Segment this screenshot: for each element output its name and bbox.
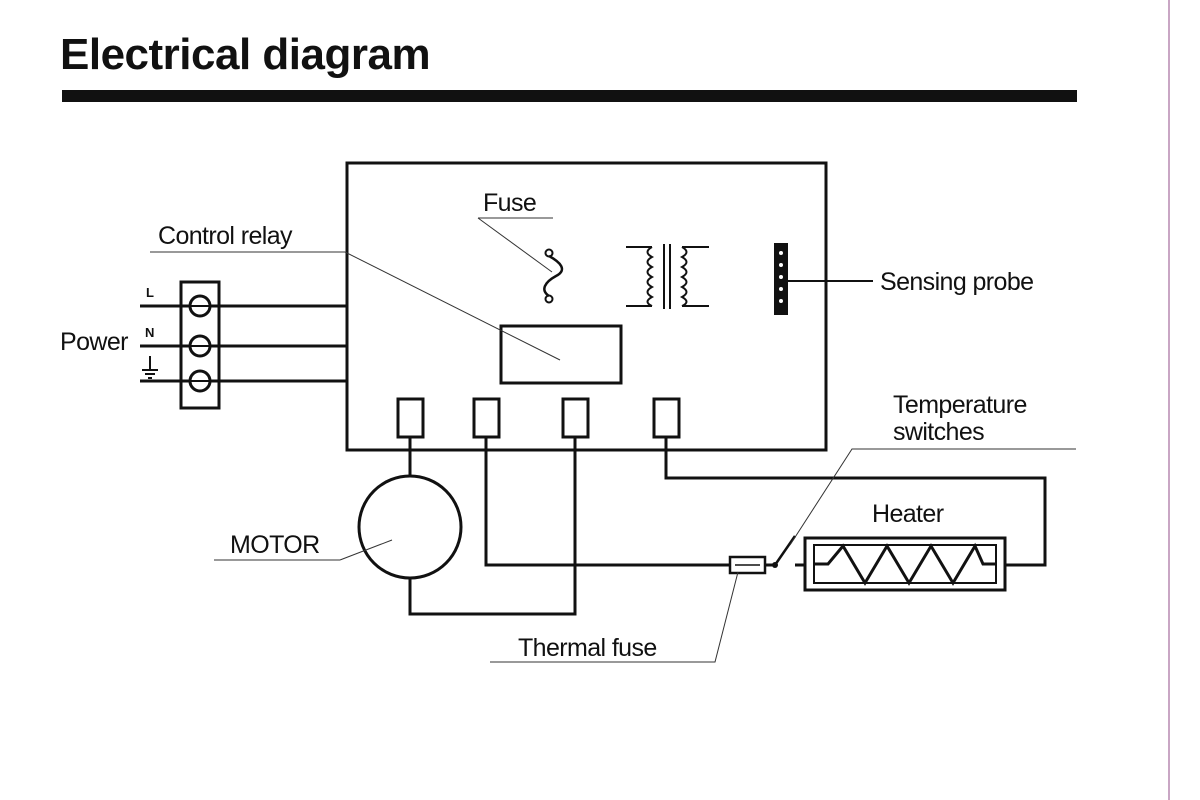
control-relay-pointer: [344, 251, 561, 361]
thermal-fuse-leader: [490, 571, 739, 663]
page-title: Electrical diagram: [60, 30, 431, 79]
ground-icon: [142, 356, 158, 379]
motor-label: MOTOR: [230, 531, 320, 559]
fuse-icon: [543, 248, 564, 304]
thermal-fuse-icon: [728, 555, 767, 575]
title-underline: [62, 90, 1077, 102]
thermal-fuse-label: Thermal fuse: [518, 634, 657, 662]
heater-icon: [803, 536, 1007, 592]
control-relay-label: Control relay: [158, 222, 293, 250]
power-label: Power: [60, 328, 128, 356]
line-label: L: [146, 285, 154, 300]
motor-icon: [357, 474, 463, 580]
sensing-probe-connector: [774, 243, 788, 315]
terminal-4: [652, 397, 681, 439]
transformer-icon: [626, 244, 709, 309]
terminal-1: [396, 397, 425, 439]
load-wires: [408, 437, 1047, 616]
terminal-2: [472, 397, 501, 439]
temperature-switches-leader: [789, 448, 1076, 546]
terminal-3: [561, 397, 590, 439]
power-wires: [140, 304, 347, 383]
sensing-probe-label: Sensing probe: [880, 268, 1033, 296]
heater-label: Heater: [872, 500, 944, 528]
control-relay: [499, 324, 623, 385]
page-edge-line: [1168, 0, 1170, 800]
motor-pointer: [339, 539, 393, 561]
temperature-switch-icon: [772, 535, 797, 568]
board-terminals: [396, 397, 681, 439]
neutral-label: N: [145, 325, 154, 340]
fuse-pointer: [477, 217, 553, 273]
fuse-label: Fuse: [483, 189, 536, 217]
temperature-switches-label-line2: switches: [893, 418, 984, 446]
temperature-switches-label-line1: Temperature: [893, 391, 1027, 419]
